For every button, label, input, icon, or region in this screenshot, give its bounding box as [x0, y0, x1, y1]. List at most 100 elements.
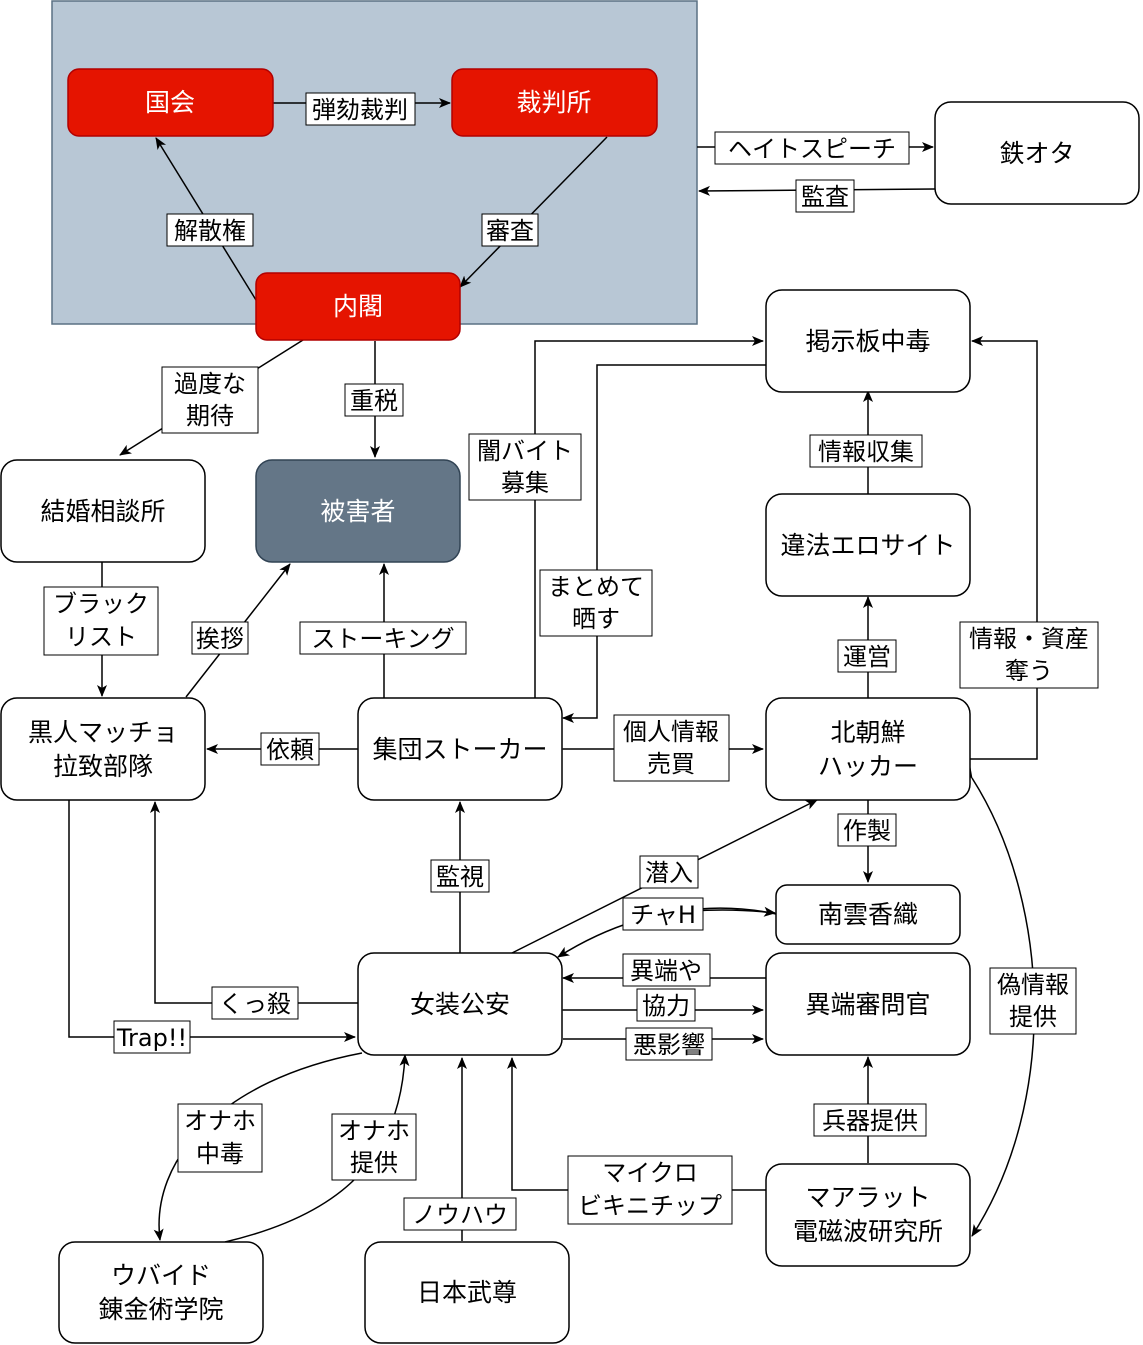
node-naikaku: 内閣 [255, 272, 461, 341]
svg-text:日本武尊: 日本武尊 [417, 1278, 517, 1307]
svg-text:まとめて: まとめて [548, 573, 644, 601]
label-aisatsu: 挨拶 [191, 621, 249, 655]
svg-text:重税: 重税 [350, 387, 398, 415]
svg-text:審査: 審査 [486, 217, 534, 245]
svg-text:運営: 運営 [843, 643, 891, 671]
label-nisejoho: 偽情報 提供 [989, 967, 1077, 1035]
edge-kokujin-josou [68, 800, 356, 1042]
svg-text:挨拶: 挨拶 [196, 625, 244, 653]
label-chaya: チャH [622, 897, 704, 931]
svg-text:黒人マッチョ: 黒人マッチョ [28, 718, 178, 747]
svg-text:悪影響: 悪影響 [633, 1031, 705, 1059]
label-matomete: まとめて 晒す [539, 569, 653, 637]
svg-text:国会: 国会 [145, 88, 195, 117]
svg-text:内閣: 内閣 [333, 292, 383, 321]
node-keijiban: 掲示板中毒 [765, 289, 971, 393]
label-joho-shisan: 情報・資産 奪う [959, 621, 1099, 689]
label-itanya: 異端や [622, 953, 711, 987]
label-kansa: 監査 [795, 179, 855, 213]
node-nagumo: 南雲香織 [775, 884, 961, 945]
svg-text:錬金術学院: 錬金術学院 [98, 1295, 223, 1324]
svg-text:潜入: 潜入 [645, 859, 693, 887]
svg-text:集団ストーカー: 集団ストーカー [372, 735, 547, 764]
node-saibansho: 裁判所 [451, 68, 658, 137]
svg-text:弾劾裁判: 弾劾裁判 [312, 96, 408, 124]
svg-text:リスト: リスト [65, 623, 137, 651]
svg-text:偽情報: 偽情報 [997, 971, 1069, 999]
node-ihoero: 違法エロサイト [765, 493, 971, 597]
svg-text:監視: 監視 [436, 863, 484, 891]
svg-text:売買: 売買 [647, 750, 695, 778]
svg-text:依頼: 依頼 [266, 736, 314, 764]
label-kojin: 個人情報 売買 [613, 714, 730, 782]
svg-text:マイクロ: マイクロ [602, 1159, 698, 1187]
svg-text:提供: 提供 [1009, 1003, 1057, 1031]
svg-text:過度な: 過度な [174, 370, 246, 398]
label-stalking: ストーキング [299, 621, 467, 655]
svg-text:オナホ: オナホ [338, 1117, 410, 1145]
label-kussatsu: くっ殺 [211, 986, 299, 1020]
svg-text:電磁波研究所: 電磁波研究所 [793, 1217, 943, 1246]
label-unei: 運営 [837, 639, 897, 673]
svg-text:ビキニチップ: ビキニチップ [578, 1192, 722, 1220]
svg-text:ノウハウ: ノウハウ [412, 1201, 508, 1229]
svg-text:違法エロサイト: 違法エロサイト [780, 531, 955, 560]
svg-text:情報収集: 情報収集 [818, 438, 914, 466]
label-hate: ヘイトスピーチ [714, 131, 910, 165]
node-tetsuota: 鉄オタ [934, 101, 1140, 205]
label-heiki: 兵器提供 [813, 1103, 927, 1137]
label-bikini: マイクロ ビキニチップ [567, 1155, 733, 1225]
node-itan: 異端審問官 [765, 952, 971, 1056]
node-kekkon: 結婚相談所 [0, 459, 206, 563]
label-akueikyo: 悪影響 [625, 1027, 713, 1061]
svg-text:提供: 提供 [350, 1149, 398, 1177]
node-kokujin: 黒人マッチョ 拉致部隊 [0, 697, 206, 801]
government-region [51, 0, 698, 325]
svg-text:ハッカー: ハッカー [818, 752, 918, 781]
node-josou: 女装公安 [357, 952, 563, 1056]
label-nouhau: ノウハウ [403, 1197, 517, 1231]
svg-text:個人情報: 個人情報 [623, 718, 719, 746]
svg-text:期待: 期待 [186, 402, 234, 430]
label-joho-shushu: 情報収集 [809, 434, 923, 468]
svg-text:兵器提供: 兵器提供 [822, 1107, 918, 1135]
label-onaho-teikyo: オナホ 提供 [331, 1113, 417, 1181]
svg-text:オナホ: オナホ [184, 1107, 256, 1135]
svg-text:拉致部隊: 拉致部隊 [53, 752, 153, 781]
edge-saibansho-naikaku [459, 136, 608, 288]
svg-text:ヘイトスピーチ: ヘイトスピーチ [728, 135, 896, 163]
svg-text:裁判所: 裁判所 [516, 88, 591, 117]
svg-text:被害者: 被害者 [320, 497, 395, 526]
label-sakusei: 作製 [837, 813, 897, 847]
svg-text:鉄オタ: 鉄オタ [999, 139, 1074, 168]
label-kado: 過度な 期待 [161, 366, 259, 434]
svg-text:闇バイト: 闇バイト [477, 437, 573, 465]
edge-josou-kokujin [150, 801, 358, 1004]
label-shinsa: 審査 [481, 213, 539, 247]
label-irai: 依頼 [260, 732, 320, 766]
label-blacklist: ブラック リスト [43, 586, 159, 656]
node-kitachosen: 北朝鮮 ハッカー [765, 697, 971, 801]
svg-text:異端や: 異端や [630, 957, 702, 985]
svg-text:北朝鮮: 北朝鮮 [830, 718, 905, 747]
svg-text:ウバイド: ウバイド [111, 1261, 211, 1290]
edge-keijiban-stalker [562, 364, 766, 723]
node-ubaido: ウバイド 錬金術学院 [58, 1241, 264, 1344]
label-kaisan: 解散権 [166, 213, 254, 247]
svg-text:マアラット: マアラット [805, 1183, 930, 1212]
svg-text:募集: 募集 [501, 469, 549, 497]
label-kyoryoku: 協力 [636, 988, 696, 1022]
edge-stalker-keijiban [534, 336, 764, 699]
svg-text:奪う: 奪う [1005, 657, 1053, 685]
node-nihonbuson: 日本武尊 [364, 1241, 570, 1344]
svg-text:晒す: 晒す [572, 605, 620, 633]
svg-text:異端審問官: 異端審問官 [805, 990, 930, 1019]
svg-text:くっ殺: くっ殺 [219, 990, 291, 1018]
label-trap: Trap!! [113, 1020, 191, 1054]
svg-text:中毒: 中毒 [196, 1140, 244, 1168]
svg-text:結婚相談所: 結婚相談所 [40, 497, 165, 526]
svg-text:ストーキング: ストーキング [311, 625, 454, 653]
svg-text:南雲香織: 南雲香織 [818, 900, 918, 929]
label-dangai: 弾劾裁判 [305, 92, 416, 126]
svg-text:掲示板中毒: 掲示板中毒 [805, 327, 930, 356]
